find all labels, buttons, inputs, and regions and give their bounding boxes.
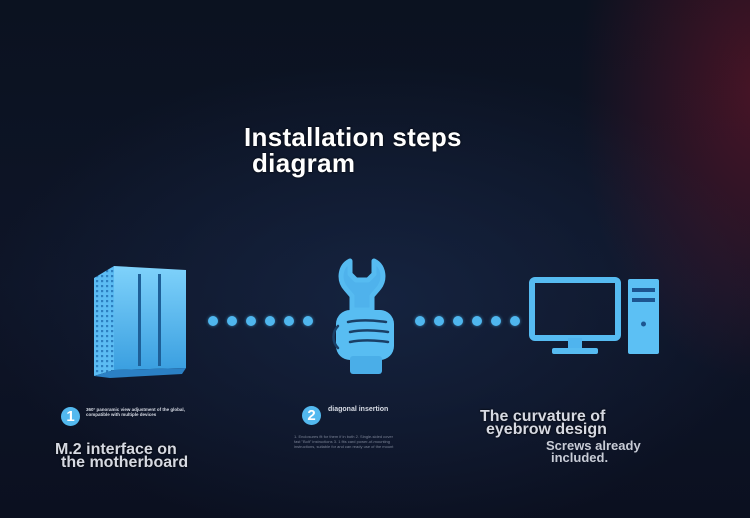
dot	[208, 316, 218, 326]
step-3-label-line-1: Screws already	[546, 438, 641, 453]
step-3-label: Screws already included.	[546, 438, 641, 465]
dot	[415, 316, 425, 326]
step-1-label-line-2: the motherboard	[61, 454, 189, 471]
dot	[434, 316, 444, 326]
dot	[246, 316, 256, 326]
step-3-label-line-2: included.	[551, 450, 609, 465]
dot	[265, 316, 275, 326]
title-line-1: Installation steps	[244, 122, 462, 152]
step-2-caption: diagonal insertion	[328, 406, 389, 413]
cooler-module-icon	[90, 264, 192, 380]
wrench-hand-icon	[328, 256, 404, 380]
diagram-title: Installation steps diagram	[244, 124, 462, 176]
dot	[491, 316, 501, 326]
step-1-number-badge: 1	[61, 407, 80, 426]
dot	[284, 316, 294, 326]
title-line-2: diagram	[252, 148, 356, 178]
step-3-caption-line-2: eyebrow design	[486, 421, 607, 438]
dot	[227, 316, 237, 326]
step-1-label-line-1: M.2 interface on	[55, 441, 177, 458]
connector-dots-1	[208, 316, 313, 326]
desktop-computer-icon	[528, 276, 662, 358]
step-1-caption: 360° panoramic view adjustment of the gl…	[86, 407, 185, 417]
step-2-note: 1. Enclosures fit for them if in both 2.…	[294, 434, 394, 449]
step-3-caption: The curvature of eyebrow design	[480, 408, 607, 438]
dot	[472, 316, 482, 326]
step-1-label: M.2 interface on the motherboard	[55, 441, 189, 471]
step-2-number-badge: 2	[302, 406, 321, 425]
dot	[510, 316, 520, 326]
connector-dots-2	[415, 316, 520, 326]
dot	[453, 316, 463, 326]
dot	[303, 316, 313, 326]
step-3-caption-line-1: The curvature of	[480, 408, 606, 425]
